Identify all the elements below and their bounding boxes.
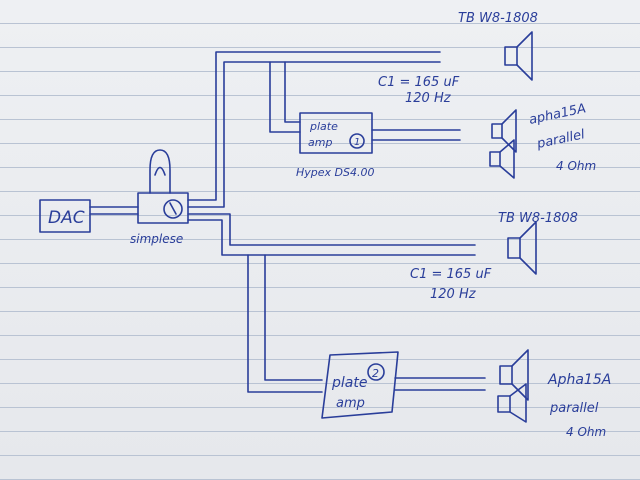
upper-wire <box>187 51 441 201</box>
lower-top-driver: TB W8-1808 <box>498 211 578 275</box>
upper-tap-wire <box>284 61 301 123</box>
plate-amp-2-line2: amp <box>336 396 365 411</box>
vacuum-tube-icon <box>149 149 171 194</box>
lower-woofers-line1: Apha15A <box>547 372 611 388</box>
lower-woofers-line2: parallel <box>549 401 599 416</box>
upper-tap-wire <box>269 61 301 133</box>
plate-amp-2: plate amp 2 <box>321 351 399 419</box>
volume-knob-pointer <box>169 202 177 215</box>
driver-magnet <box>504 46 518 66</box>
lower-woofers: Apha15A parallel 4 Ohm <box>497 349 611 439</box>
lower-wire <box>187 219 476 256</box>
upper-woofers-line2: parallel <box>535 127 587 152</box>
driver-magnet <box>507 237 521 259</box>
lower-tap-wire <box>264 254 323 381</box>
lower-tap-wire <box>247 254 323 393</box>
preamp-label: simplese <box>130 232 183 246</box>
speaker-icon <box>499 139 515 179</box>
plate-amp-2-number-circle <box>367 363 385 381</box>
tube-filament <box>154 166 166 176</box>
upper-top-driver-model: TB W8-1808 <box>458 11 538 26</box>
plate-amp-2-box <box>321 351 399 419</box>
upper-woofers-line1: apha15A <box>528 101 588 128</box>
preamp-box <box>137 192 189 224</box>
plate-amp-1: plate amp 1 Hypex DS4.00 <box>296 112 374 179</box>
plate-amp-1-line1: plate <box>309 120 338 133</box>
dac-box <box>39 199 91 233</box>
speaker-icon <box>509 383 527 423</box>
lower-cap-line1: C1 = 165 uF <box>410 267 492 282</box>
lower-woofers-line3: 4 Ohm <box>566 425 606 439</box>
lower-cap-line2: 120 Hz <box>430 287 477 302</box>
upper-cap-line2: 120 Hz <box>405 91 452 106</box>
preamp-block: simplese <box>130 149 189 246</box>
plate-amp-2-number: 2 <box>372 367 379 380</box>
dac-block: DAC <box>39 199 91 233</box>
speaker-icon <box>516 31 533 81</box>
plate-amp-1-number-circle <box>349 133 365 149</box>
plate-amp-1-box <box>299 112 373 154</box>
speaker-icon <box>519 221 537 275</box>
upper-wire <box>187 61 441 208</box>
volume-knob-icon <box>163 199 183 219</box>
upper-woofers-line3: 4 Ohm <box>556 159 596 173</box>
woofer-magnet <box>497 395 511 413</box>
upper-cap-line1: C1 = 165 uF <box>378 75 460 90</box>
plate-amp-1-number: 1 <box>354 137 360 148</box>
lower-top-driver-model: TB W8-1808 <box>498 211 578 226</box>
plate-amp-2-line1: plate <box>331 375 367 391</box>
woofer-magnet <box>491 123 503 139</box>
plate-amp-1-model: Hypex DS4.00 <box>296 166 374 179</box>
dac-label: DAC <box>48 208 85 228</box>
speaker-icon <box>511 349 529 401</box>
woofer-magnet <box>499 365 513 385</box>
upper-woofers: apha15A parallel 4 Ohm <box>489 101 596 179</box>
upper-top-driver: TB W8-1808 <box>458 11 538 81</box>
plate-amp-1-line2: amp <box>308 136 332 149</box>
woofer-magnet <box>489 151 501 167</box>
lower-wire <box>187 213 476 246</box>
